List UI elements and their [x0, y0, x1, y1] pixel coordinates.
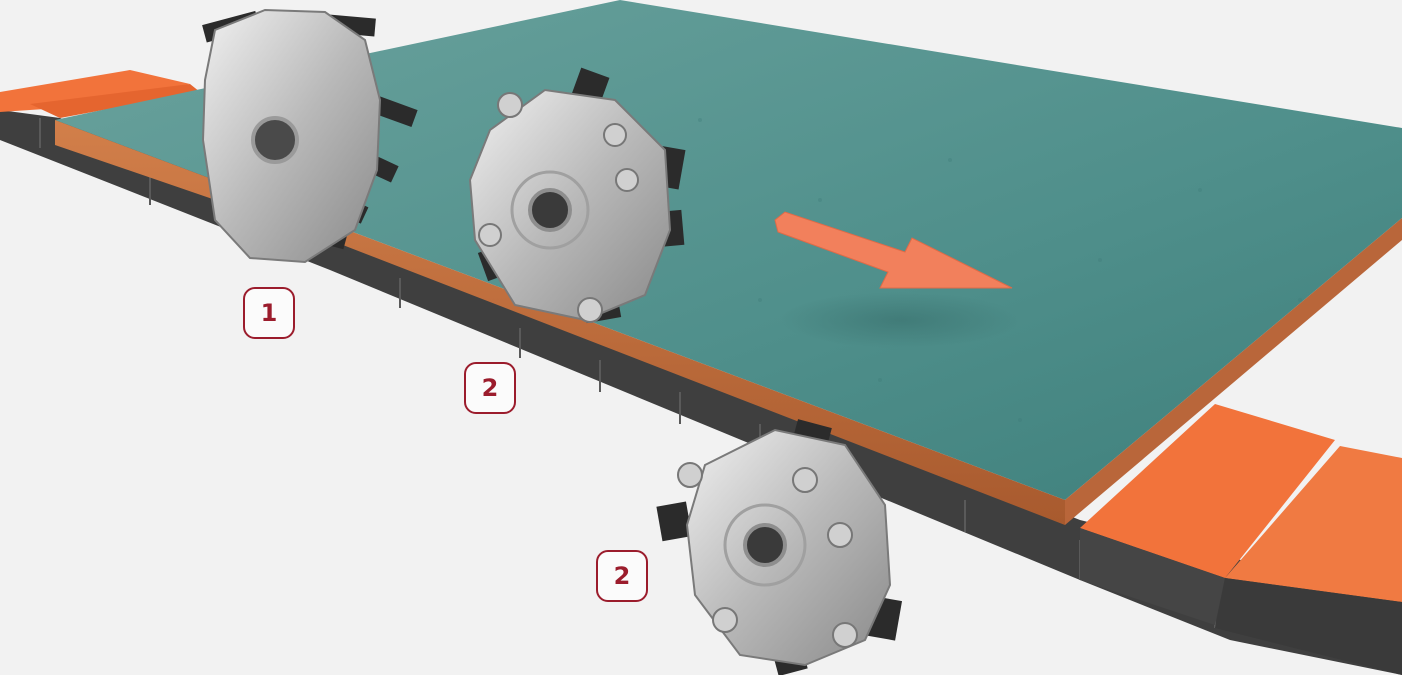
cutter-head-icon — [201, 8, 418, 264]
board-top — [55, 0, 1402, 500]
conveyor-pad-right-1-side — [1080, 528, 1225, 625]
conveyor-pad-right-1 — [1080, 404, 1335, 578]
conveyor-pad-left-2 — [30, 84, 200, 118]
callout-badge-1: 1 — [243, 287, 295, 339]
conveyor-dark-rail — [0, 110, 1402, 675]
conveyor-pad-left-1 — [0, 70, 190, 112]
conveyor-pad-right-2 — [1225, 446, 1402, 602]
conveyor — [0, 70, 1402, 675]
cutter-head-icon — [468, 67, 686, 324]
callout-badge-2-bottom: 2 — [596, 550, 648, 602]
arrow-right-icon — [774, 211, 1013, 289]
board-edge-right — [1065, 218, 1402, 525]
conveyor-pad-right-2-side — [1215, 578, 1402, 675]
board-texture — [638, 118, 1302, 422]
callout-badge-2-top: 2 — [464, 362, 516, 414]
arrow-shadow — [780, 292, 1020, 348]
cutter-head-icon — [656, 419, 903, 675]
